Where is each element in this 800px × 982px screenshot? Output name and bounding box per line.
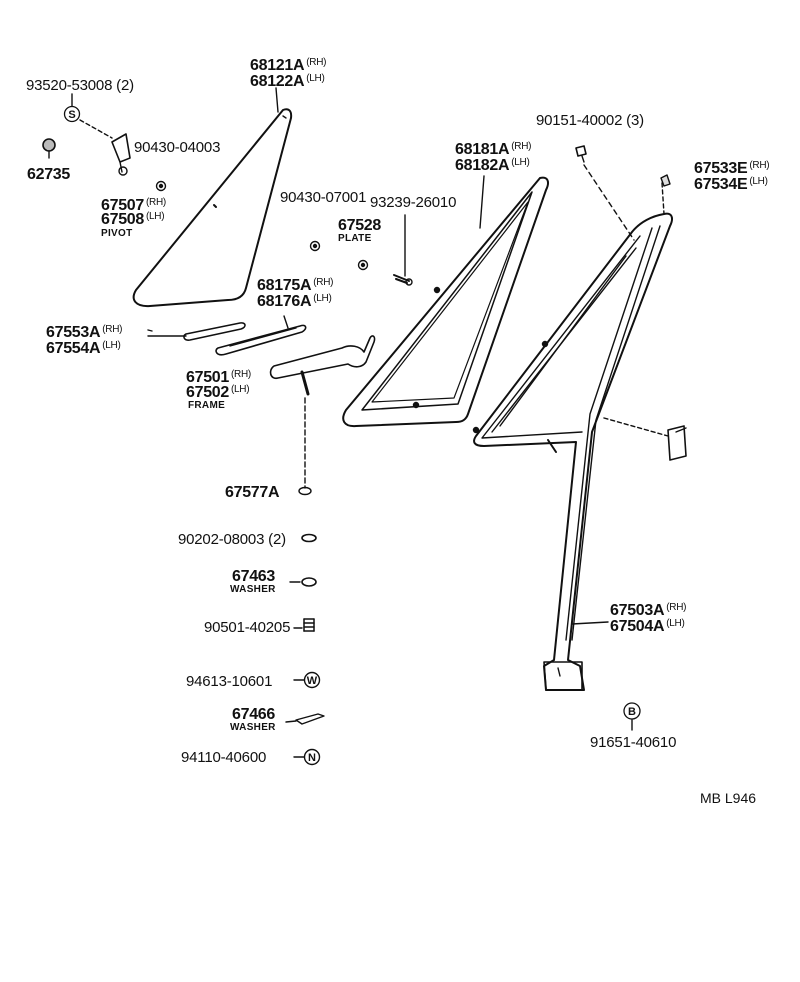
part-93239: 93239-26010 — [370, 194, 457, 211]
part-67508: 67508(LH) — [101, 211, 165, 228]
label-pivot: PIVOT — [101, 228, 133, 239]
label-frame: FRAME — [188, 400, 226, 411]
part-90430-07001: 90430-07001 — [280, 189, 367, 206]
part-67533: 67533E(RH) — [694, 160, 770, 177]
diagram-reference: MB L946 — [700, 790, 757, 806]
label-washer-2: WASHER — [230, 722, 276, 733]
part-67504: 67504A(LH) — [610, 618, 685, 635]
seal-67553 — [183, 322, 246, 341]
symbol-n: N — [308, 752, 316, 764]
quarter-glass — [132, 108, 293, 308]
part-68121: 68121A(RH) — [250, 57, 327, 74]
part-90501: 90501-40205 — [204, 619, 291, 636]
seal-68175 — [215, 324, 307, 356]
part-67528: 67528 — [338, 217, 381, 234]
part-68122: 68122A(LH) — [250, 73, 325, 90]
symbol-w: W — [307, 675, 318, 687]
part-68182: 68182A(LH) — [455, 157, 530, 174]
pivot-frame — [269, 335, 376, 380]
part-67553: 67553A(RH) — [46, 324, 123, 341]
part-94110: 94110-40600 — [181, 749, 267, 766]
part-67507: 67507(RH) — [101, 197, 166, 214]
part-91651: 91651-40610 — [590, 734, 677, 751]
label-washer-1: WASHER — [230, 584, 276, 595]
part-67466: 67466 — [232, 706, 275, 723]
symbol-b: B — [628, 706, 636, 718]
part-94613: 94613-10601 — [186, 673, 273, 690]
part-67463: 67463 — [232, 568, 275, 585]
part-90202: 90202-08003 (2) — [178, 531, 286, 548]
glass-run-68181 — [342, 176, 549, 428]
symbol-s: S — [68, 109, 75, 121]
part-90151: 90151-40002 (3) — [536, 112, 644, 129]
part-62735: 62735 — [27, 166, 70, 183]
pivot-bracket — [111, 133, 131, 163]
part-90430-04003: 90430-04003 — [134, 139, 221, 156]
part-67502: 67502(LH) — [186, 384, 250, 401]
part-68176: 68176A(LH) — [257, 293, 332, 310]
division-bar — [473, 212, 673, 691]
part-68175: 68175A(RH) — [257, 277, 334, 294]
part-93520: 93520-53008 (2) — [26, 77, 134, 94]
part-67554: 67554A(LH) — [46, 340, 121, 357]
part-68181: 68181A(RH) — [455, 141, 532, 158]
part-67577: 67577A — [225, 484, 280, 501]
part-67501: 67501(RH) — [186, 369, 251, 386]
part-67503: 67503A(RH) — [610, 602, 687, 619]
nut-62735 — [42, 138, 56, 152]
part-67534: 67534E(LH) — [694, 176, 768, 193]
label-plate: PLATE — [338, 233, 372, 244]
